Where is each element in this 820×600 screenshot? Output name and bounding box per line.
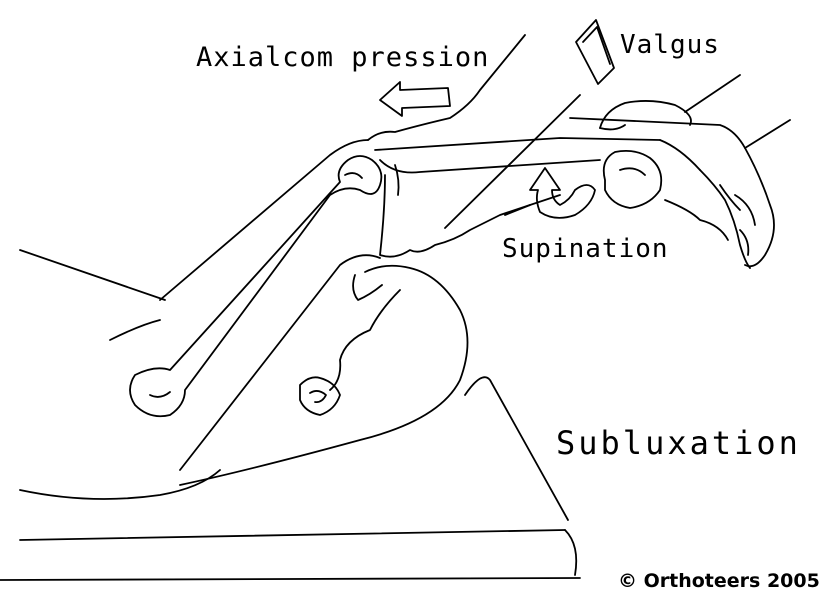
rhombus-icon	[575, 19, 615, 85]
curved-up-arrow-icon	[529, 167, 596, 219]
line-drawing	[0, 19, 791, 581]
patient-head	[179, 264, 469, 486]
copyright-notice: © Orthoteers 2005	[618, 570, 820, 592]
subluxation-label: Subluxation	[556, 424, 801, 462]
table-outline	[0, 376, 581, 581]
patient-body	[19, 249, 221, 500]
forearm-outline	[374, 94, 661, 258]
patient-hand	[602, 139, 775, 269]
supination-label: Supination	[502, 234, 669, 264]
axial-compression-label: Axialcom pression	[196, 42, 490, 73]
humerus-bone	[129, 155, 383, 418]
valgus-label: Valgus	[620, 30, 720, 60]
diagram-canvas: Axialcom pression Valgus Supination Subl…	[0, 19, 820, 592]
arm-outline	[159, 34, 526, 471]
examiner-hand-top	[569, 74, 791, 149]
axial-arrow-icon	[379, 81, 451, 117]
